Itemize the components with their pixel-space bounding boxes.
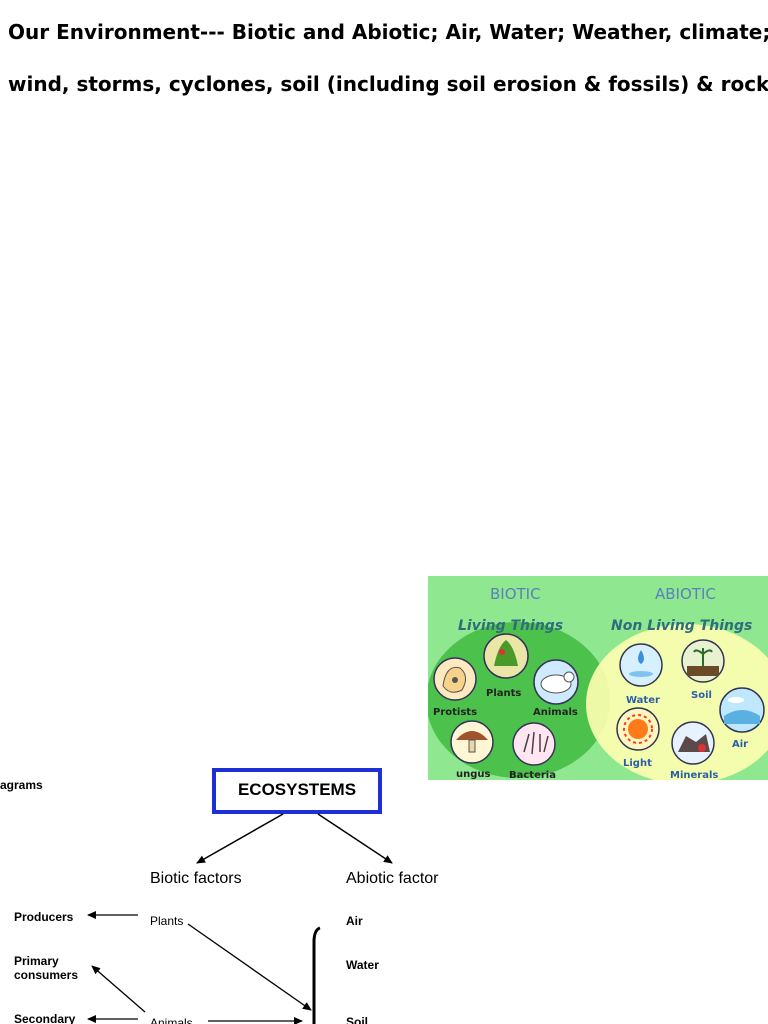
secondary-label: Secondary (14, 1012, 76, 1024)
primary-consumers-label: Primary consumers (14, 954, 78, 982)
animals-node: Animals (150, 1016, 193, 1024)
abiotic-title: ABIOTIC (655, 585, 716, 603)
biotic-title: BIOTIC (490, 585, 541, 603)
document-heading-line-2: wind, storms, cyclones, soil (including … (8, 72, 768, 96)
water-label: Water (626, 695, 660, 706)
producers-label: Producers (14, 910, 74, 924)
biotic-abiotic-illustration: BIOTIC ABIOTIC Living Things Non Living … (428, 576, 768, 780)
ecosystem-diagram: agrams ECOSYSTEMS Biotic factors Abiotic… (0, 760, 480, 1024)
soil-node: Soil (346, 1015, 368, 1024)
primary-consumers-line: Primary (14, 954, 59, 968)
ecosystems-box (212, 768, 382, 814)
water-icon (619, 643, 663, 687)
fungus-icon (450, 720, 494, 764)
bacteria-icon (512, 722, 556, 766)
arrow-to-abiotic (317, 813, 393, 864)
minerals-icon (671, 721, 715, 765)
plants-icon (483, 633, 529, 679)
protists-icon (433, 657, 477, 701)
protists-label: Protists (433, 707, 477, 718)
biotic-subtitle: Living Things (458, 618, 563, 634)
water-node: Water (346, 958, 379, 972)
diagram-caption-fragment: agrams (0, 778, 43, 792)
arrow-to-biotic (196, 813, 284, 864)
arrow-animals-to-primary (91, 965, 146, 1013)
animals-label: Animals (533, 707, 578, 718)
animals-icon (533, 659, 579, 705)
fungus-label: ungus (456, 769, 491, 780)
primary-consumers-line-2: consumers (14, 968, 78, 982)
soil-label: Soil (691, 690, 712, 701)
bacteria-label: Bacteria (509, 770, 556, 780)
abiotic-subtitle: Non Living Things (611, 618, 752, 634)
abiotic-bracket (312, 926, 321, 1024)
air-icon (719, 687, 765, 733)
air-label: Air (732, 739, 748, 750)
ecosystems-title: ECOSYSTEMS (238, 780, 356, 799)
abiotic-factor-header: Abiotic factor (346, 870, 439, 887)
light-label: Light (623, 758, 652, 769)
biotic-factors-header: Biotic factors (150, 870, 242, 887)
plants-node: Plants (150, 914, 183, 928)
arrow-plants-to-abiotic (187, 923, 312, 1011)
soil-icon (681, 639, 725, 683)
minerals-label: Minerals (670, 770, 718, 780)
air-node: Air (346, 914, 363, 928)
document-heading-line-1: Our Environment--- Biotic and Abiotic; A… (8, 20, 768, 44)
plants-label: Plants (486, 688, 521, 699)
light-icon (616, 707, 660, 751)
